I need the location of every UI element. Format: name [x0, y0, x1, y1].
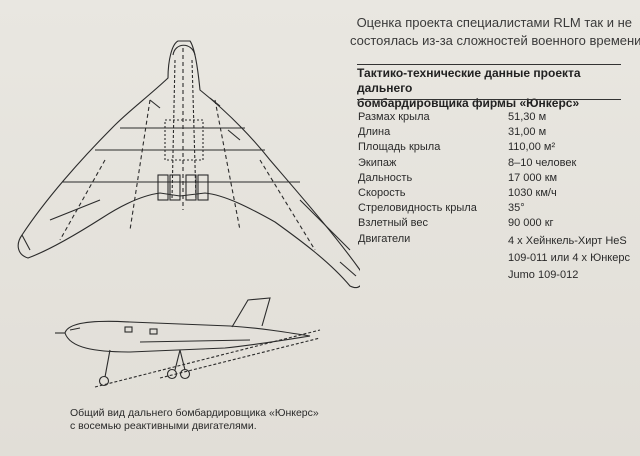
spec-value: 31,00 м: [508, 126, 547, 139]
spec-label: Размах крыла: [358, 111, 430, 123]
spec-value: 17 000 км: [508, 171, 558, 184]
figure-caption: Общий вид дальнего бомбардировщика «Юнке…: [70, 407, 320, 433]
table-bottom-rule: [357, 99, 621, 100]
spec-value: 1030 км/ч: [508, 186, 557, 199]
specs-table: Размах крыла 51,30 м Длина 31,00 м Площа…: [358, 111, 630, 281]
aircraft-drawing: [17, 40, 360, 388]
spec-row-engines: Двигатели 4 x Хейнкель-Хирт HeS 109-011 …: [358, 232, 630, 281]
specs-title-line: Тактико-технические данные проекта дальн…: [357, 66, 581, 95]
table-top-rule: [357, 64, 621, 65]
caption-line: Общий вид дальнего бомбардировщика «Юнке…: [70, 407, 319, 419]
intro-paragraph: Оценка проекта специалистами RLM так и н…: [350, 14, 640, 50]
spec-value-line: Jumo 109-012: [508, 268, 579, 281]
specs-title: Тактико-технические данные проекта дальн…: [357, 66, 627, 111]
side-view: [55, 297, 321, 388]
caption-line: с восемью реактивными двигателями.: [70, 420, 257, 432]
spec-label: Площадь крыла: [358, 141, 441, 154]
spec-label: Дальность: [358, 171, 413, 184]
plan-view: [17, 40, 360, 288]
spec-row: Площадь крыла 110,00 м²: [358, 141, 628, 156]
spec-value: 110,00 м²: [508, 141, 556, 154]
spec-row: Скорость 1030 км/ч: [358, 187, 628, 202]
spec-row: Размах крыла 51,30 м: [358, 111, 628, 126]
spec-row: Дальность 17 000 км: [358, 172, 628, 187]
spec-value: 90 000 кг: [508, 217, 554, 230]
spec-label: Двигатели: [358, 232, 411, 245]
spec-value-line: 4 x Хейнкель-Хирт HeS: [508, 234, 627, 247]
spec-value-line: 109-011 или 4 x Юнкерс: [508, 251, 630, 264]
spec-value: 8–10 человек: [508, 156, 577, 169]
spec-row: Стреловидность крыла 35°: [358, 202, 628, 217]
spec-label: Взлетный вес: [358, 217, 428, 230]
spec-row: Экипаж 8–10 человек: [358, 157, 628, 172]
spec-value: 35°: [508, 202, 525, 215]
spec-value: 51,30 м: [508, 111, 547, 123]
intro-line: состоялась из-за сложностей военного вре…: [350, 33, 640, 48]
spec-label: Экипаж: [358, 156, 397, 169]
spec-label: Скорость: [358, 186, 406, 199]
spec-row: Взлетный вес 90 000 кг: [358, 217, 628, 232]
spec-label: Стреловидность крыла: [358, 202, 477, 215]
spec-row: Длина 31,00 м: [358, 126, 628, 141]
intro-line: Оценка проекта специалистами RLM так и н…: [356, 15, 632, 30]
spec-value: 4 x Хейнкель-Хирт HeS 109-011 или 4 x Юн…: [508, 233, 638, 284]
spec-label: Длина: [358, 126, 391, 139]
